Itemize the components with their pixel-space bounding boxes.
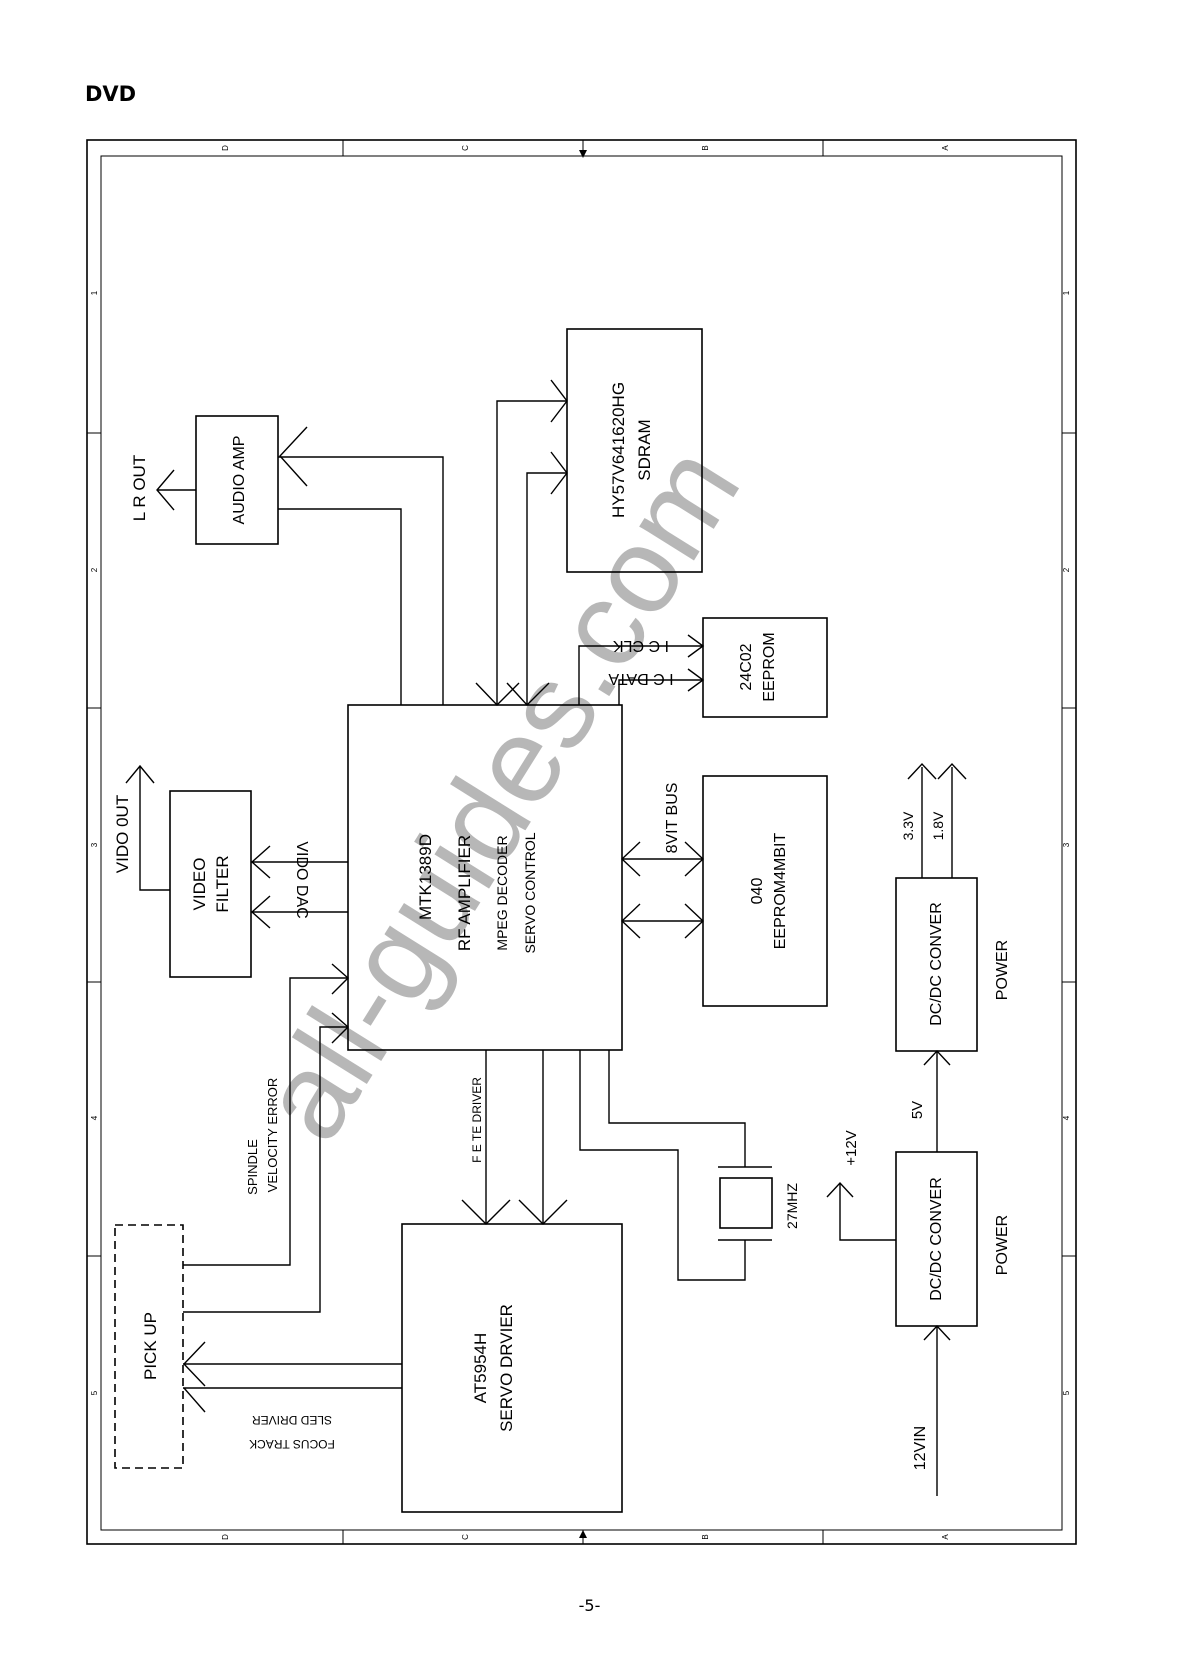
sdram-link: [475, 379, 568, 707]
spindle-label: SPINDLE: [245, 1139, 260, 1195]
watermark: all-guides.com: [233, 423, 765, 1162]
video-filter-line2: FILTER: [213, 855, 232, 912]
crystal-27mhz: 27MHZ: [579, 1050, 800, 1281]
eeprom-24c02-type: EEPROM: [761, 632, 778, 701]
svg-text:C: C: [461, 1534, 470, 1540]
svg-text:D: D: [221, 1534, 230, 1540]
i2c-data-label: I C DATA: [608, 670, 674, 687]
fe-te-label: F E TE DRIVER: [470, 1077, 484, 1163]
frame-markers: D C B A D C B A 1 2 3 4 5 1 2 3 4 5: [90, 145, 1071, 1540]
v18-label: 1.8V: [930, 811, 946, 840]
power-3v3-1v8: 3.3V 1.8V: [900, 762, 967, 878]
svg-text:4: 4: [90, 1115, 99, 1120]
video-dac-link: VIDO DAC: [250, 841, 348, 929]
servo-driver-part: AT5954H: [471, 1333, 490, 1404]
eeprom-24c02-part: 24C02: [738, 643, 755, 690]
main-ic-part: MTK1389D: [416, 834, 435, 920]
main-ic-block: MTK1389D RF AMPLIFIER MPEG DECODER SERVO…: [347, 704, 623, 1051]
i2c-link: I C CLK I C DATA: [578, 634, 705, 705]
frame-outer: [86, 139, 1077, 1545]
dcdc-bottom-label: DC/DC CONVER: [928, 1177, 945, 1301]
eeprom-4mbit-part: 040: [749, 878, 766, 905]
audio-amp-link: [278, 426, 444, 705]
focus-track-label: FOCUS TRACK: [249, 1437, 335, 1451]
svg-text:B: B: [701, 1534, 710, 1539]
dcdc-top-caption: POWER: [994, 940, 1011, 1000]
lr-out-label: L R OUT: [130, 455, 149, 521]
svg-text:A: A: [941, 145, 950, 151]
servo-driver-block: AT5954H SERVO DRVIER: [401, 1223, 623, 1513]
v5-label: 5V: [909, 1101, 926, 1119]
power-12v-out: +12V: [826, 1130, 896, 1241]
frame-dividers: [87, 140, 1076, 1544]
page-title: DVD: [85, 82, 137, 106]
spindle-link: SPINDLE VELOCITY ERROR: [183, 963, 350, 1313]
svg-text:D: D: [221, 145, 230, 151]
v33-label: 3.3V: [900, 811, 916, 840]
servo-control-link: F E TE DRIVER: [461, 1050, 568, 1225]
video-out-arrow: VIDO 0UT: [113, 764, 170, 891]
video-filter-block: VIDEO FILTER: [169, 790, 252, 978]
audio-amp-block: AUDIO AMP: [195, 415, 279, 545]
svg-text:5: 5: [90, 1390, 99, 1395]
dcdc-bottom-caption: POWER: [994, 1215, 1011, 1275]
velocity-error-label: VELOCITY ERROR: [265, 1078, 280, 1193]
svg-text:2: 2: [90, 567, 99, 572]
video-out-label: VIDO 0UT: [113, 795, 132, 873]
page-number: -5-: [578, 1596, 601, 1615]
lr-out-arrow: L R OUT: [130, 455, 196, 521]
pickup-label: PICK UP: [141, 1312, 160, 1380]
svg-text:3: 3: [90, 842, 99, 847]
main-ic-line1: RF AMPLIFIER: [455, 835, 474, 951]
dcdc-top-label: DC/DC CONVER: [928, 902, 945, 1026]
svg-text:1: 1: [1062, 290, 1071, 295]
i2c-clk-label: I C CLK: [613, 637, 669, 654]
power-5v-link: 5V: [909, 1049, 951, 1152]
sdram-block: HY57V641620HG SDRAM: [566, 328, 703, 573]
sdram-part: HY57V641620HG: [609, 382, 628, 518]
bus-label: 8VIT BUS: [664, 783, 681, 854]
v12-label: +12V: [843, 1130, 860, 1165]
frame-inner: [100, 155, 1063, 1531]
svg-text:A: A: [941, 1534, 950, 1540]
svg-text:1: 1: [90, 290, 99, 295]
crystal-label: 27MHZ: [784, 1183, 800, 1229]
dcdc-bottom-block: DC/DC CONVER POWER: [895, 1151, 1011, 1327]
vin-label: 12VIN: [912, 1426, 929, 1470]
audio-amp-label: AUDIO AMP: [231, 436, 248, 525]
pickup-drive-link: SLED DRIVER FOCUS TRACK: [183, 1341, 402, 1451]
sdram-type: SDRAM: [635, 419, 654, 480]
svg-text:5: 5: [1062, 1390, 1071, 1395]
svg-text:4: 4: [1062, 1115, 1071, 1120]
power-12v-in: 12VIN: [912, 1324, 951, 1496]
main-ic-line3: SERVO CONTROL: [522, 832, 538, 953]
bus-link: 8VIT BUS: [620, 783, 705, 939]
servo-driver-type: SERVO DRVIER: [497, 1304, 516, 1432]
eeprom-4mbit-type: EEPROM4MBIT: [772, 833, 789, 950]
sled-label: SLED DRIVER: [252, 1413, 332, 1427]
eeprom-24c02-block: 24C02 EEPROM: [702, 617, 828, 718]
svg-text:3: 3: [1062, 842, 1071, 847]
eeprom-4mbit-block: 040 EEPROM4MBIT: [702, 775, 828, 1007]
dcdc-top-block: DC/DC CONVER POWER: [895, 877, 1011, 1052]
svg-text:2: 2: [1062, 567, 1071, 572]
svg-text:B: B: [701, 145, 710, 150]
pickup-block: PICK UP: [114, 1224, 184, 1469]
video-dac-label: VIDO DAC: [293, 841, 310, 918]
svg-text:C: C: [461, 145, 470, 151]
video-filter-line1: VIDEO: [190, 858, 209, 911]
main-ic-line2: MPEG DECODER: [494, 835, 510, 950]
